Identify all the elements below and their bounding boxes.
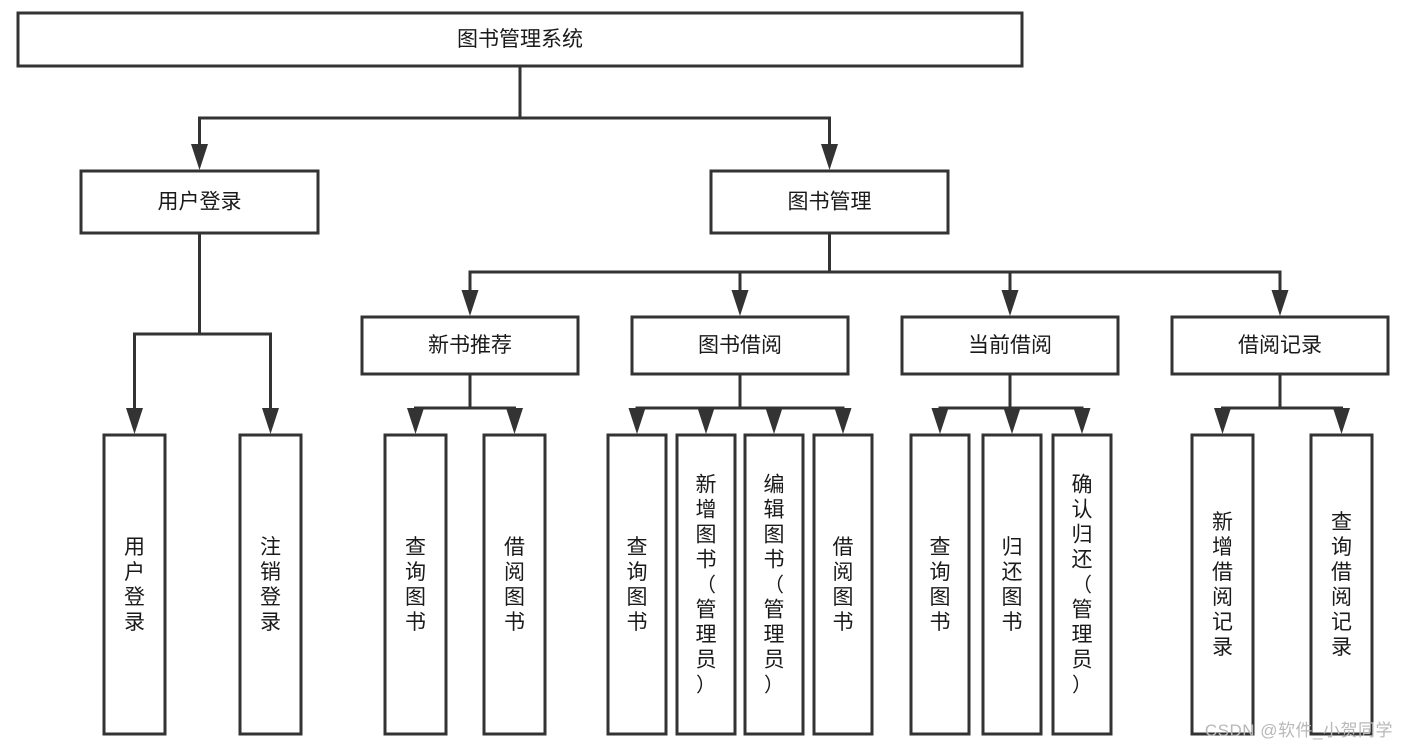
node-box[interactable] bbox=[383, 433, 448, 736]
node-label: 借阅记录 bbox=[1238, 334, 1322, 357]
node-label: 新增图书（管理员） bbox=[696, 474, 717, 697]
node-current-borrow[interactable]: 当前借阅 bbox=[900, 315, 1120, 376]
node-label: 查询图书 bbox=[405, 536, 426, 634]
arrow-head-icon bbox=[1073, 408, 1091, 434]
arrow-head-icon bbox=[731, 290, 749, 316]
node-leaf-query-book-current[interactable]: 查询图书 bbox=[909, 433, 971, 736]
node-label: 图书管理系统 bbox=[457, 28, 583, 51]
node-box[interactable] bbox=[1170, 315, 1390, 376]
node-box[interactable] bbox=[102, 433, 167, 736]
node-layer: 图书管理系统用户登录图书管理新书推荐图书借阅当前借阅借阅记录用户登录注销登录查询… bbox=[16, 11, 1390, 736]
node-box[interactable] bbox=[606, 433, 668, 736]
node-leaf-logout[interactable]: 注销登录 bbox=[238, 433, 303, 736]
node-box[interactable] bbox=[1309, 433, 1374, 736]
node-box[interactable] bbox=[812, 433, 874, 736]
arrow-head-icon bbox=[931, 408, 949, 434]
node-leaf-query-book-recommend[interactable]: 查询图书 bbox=[383, 433, 448, 736]
arrow-head-icon bbox=[1003, 408, 1021, 434]
node-label: 查询图书 bbox=[930, 536, 951, 634]
node-box[interactable] bbox=[981, 433, 1043, 736]
arrow-head-icon bbox=[834, 408, 852, 434]
node-box[interactable] bbox=[1051, 433, 1113, 736]
node-box[interactable] bbox=[709, 169, 950, 235]
node-root[interactable]: 图书管理系统 bbox=[16, 11, 1024, 68]
arrow-head-icon bbox=[1214, 408, 1231, 434]
node-leaf-borrow-book-recommend[interactable]: 借阅图书 bbox=[482, 433, 547, 736]
arrow-head-icon bbox=[1001, 290, 1019, 316]
arrow-head-icon bbox=[628, 408, 646, 434]
node-user-login[interactable]: 用户登录 bbox=[79, 169, 320, 235]
arrow-head-icon bbox=[821, 144, 838, 170]
node-box[interactable] bbox=[482, 433, 547, 736]
node-label: 查询借阅记录 bbox=[1331, 511, 1352, 659]
arrow-head-icon bbox=[461, 290, 479, 316]
node-leaf-query-borrow-record[interactable]: 查询借阅记录 bbox=[1309, 433, 1374, 736]
node-label: 新书推荐 bbox=[428, 334, 512, 357]
node-leaf-add-book[interactable]: 新增图书（管理员） bbox=[675, 433, 737, 736]
connector-layer bbox=[126, 64, 1350, 434]
node-leaf-return-book[interactable]: 归还图书 bbox=[981, 433, 1043, 736]
node-leaf-user-login[interactable]: 用户登录 bbox=[102, 433, 167, 736]
node-box[interactable] bbox=[909, 433, 971, 736]
node-box[interactable] bbox=[743, 433, 805, 736]
node-label: 借阅图书 bbox=[833, 536, 854, 634]
node-label: 当前借阅 bbox=[968, 334, 1052, 357]
node-box[interactable] bbox=[16, 11, 1024, 68]
node-book-borrow[interactable]: 图书借阅 bbox=[630, 315, 850, 376]
arrow-head-icon bbox=[407, 408, 424, 434]
arrow-head-icon bbox=[1271, 290, 1289, 316]
node-label: 确认归还（管理员） bbox=[1072, 474, 1093, 697]
node-box[interactable] bbox=[675, 433, 737, 736]
node-label: 归还图书 bbox=[1002, 536, 1023, 634]
node-leaf-confirm-return[interactable]: 确认归还（管理员） bbox=[1051, 433, 1113, 736]
node-box[interactable] bbox=[238, 433, 303, 736]
node-label: 新增借阅记录 bbox=[1212, 511, 1233, 659]
node-box[interactable] bbox=[79, 169, 320, 235]
node-label: 图书借阅 bbox=[698, 334, 782, 357]
node-leaf-borrow-book[interactable]: 借阅图书 bbox=[812, 433, 874, 736]
arrow-head-icon bbox=[1333, 408, 1350, 434]
arrow-head-icon bbox=[506, 408, 523, 434]
arrow-head-icon bbox=[126, 408, 143, 434]
arrow-head-icon bbox=[765, 408, 783, 434]
node-label: 借阅图书 bbox=[504, 536, 525, 634]
node-label: 编辑图书（管理员） bbox=[764, 474, 785, 697]
node-label: 图书管理 bbox=[788, 191, 872, 214]
node-box[interactable] bbox=[900, 315, 1120, 376]
arrow-head-icon bbox=[262, 408, 279, 434]
node-borrow-record[interactable]: 借阅记录 bbox=[1170, 315, 1390, 376]
node-leaf-edit-book[interactable]: 编辑图书（管理员） bbox=[743, 433, 805, 736]
node-box[interactable] bbox=[360, 315, 580, 376]
node-box[interactable] bbox=[630, 315, 850, 376]
node-label: 用户登录 bbox=[124, 536, 145, 634]
node-box[interactable] bbox=[1190, 433, 1255, 736]
node-book-management[interactable]: 图书管理 bbox=[709, 169, 950, 235]
node-label: 注销登录 bbox=[260, 536, 281, 634]
watermark-label: CSDN @软件_小贺同学 bbox=[1204, 721, 1393, 740]
node-leaf-query-book-borrow[interactable]: 查询图书 bbox=[606, 433, 668, 736]
arrow-head-icon bbox=[191, 144, 208, 170]
node-new-book-recommend[interactable]: 新书推荐 bbox=[360, 315, 580, 376]
node-leaf-add-borrow-record[interactable]: 新增借阅记录 bbox=[1190, 433, 1255, 736]
node-label: 用户登录 bbox=[158, 191, 242, 214]
arrow-head-icon bbox=[697, 408, 715, 434]
node-label: 查询图书 bbox=[627, 536, 648, 634]
